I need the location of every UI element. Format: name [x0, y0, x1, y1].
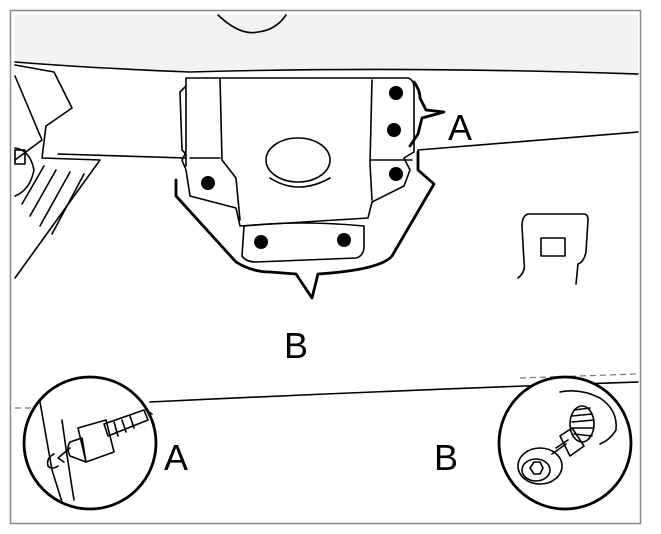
callout-a-bracket [408, 80, 446, 148]
bracket-left-wing [179, 77, 241, 221]
rivet-holes [201, 86, 403, 249]
right-clip-slot [540, 237, 566, 257]
bracket-mid-line [189, 157, 413, 161]
bracket-right-wing [369, 79, 373, 201]
top-body-panel [15, 15, 638, 76]
rivet-hole-4 [201, 176, 215, 190]
left-pillar-inner [14, 75, 43, 161]
bracket-center-hole [265, 137, 331, 183]
rivet-hole-2 [387, 123, 401, 137]
bracket-hole-rim [269, 177, 331, 188]
inset-a-tip [57, 447, 71, 463]
inset-a-panel [39, 401, 75, 503]
inset-b-knurl-ticks [571, 407, 595, 437]
callout-main-b: B [284, 325, 308, 366]
top-panel-edge [14, 61, 639, 75]
inset-screw-fastener [497, 375, 633, 511]
inset-b-bracket [559, 390, 617, 445]
rivet-hole-5 [254, 235, 268, 249]
inset-a-circle [22, 375, 158, 511]
inset-b-collar [551, 439, 569, 455]
inset-rivet-tool [22, 375, 158, 511]
rivet-hole-3 [389, 167, 403, 181]
inset-a-hole [46, 453, 59, 469]
bracket-outer-trim [174, 150, 436, 300]
callout-main-a: A [448, 107, 472, 148]
bracket-lower-tab [241, 222, 365, 263]
left-pillar [14, 64, 101, 279]
inset-a-rivet-pin [103, 409, 149, 437]
inset-a-tool-lines [113, 409, 153, 437]
callout-inset-a: A [164, 437, 188, 478]
inset-a-rivet-head [67, 437, 87, 463]
callout-inset-b: B [434, 437, 458, 478]
rivet-hole-1 [389, 86, 403, 100]
inset-b-hex-socket [529, 461, 544, 475]
body-crease-line [57, 131, 639, 159]
rivet-hole-6 [337, 233, 351, 247]
right-clip [517, 213, 589, 285]
left-pillar-shading [21, 165, 85, 235]
inset-b-washer-inner [521, 458, 551, 482]
left-square-hole [14, 149, 26, 165]
top-cutout [217, 14, 287, 34]
inset-b-circle [497, 375, 633, 511]
inset-b-washer [517, 447, 563, 485]
bracket-plate [181, 77, 415, 227]
inset-b-shaft [559, 427, 585, 457]
